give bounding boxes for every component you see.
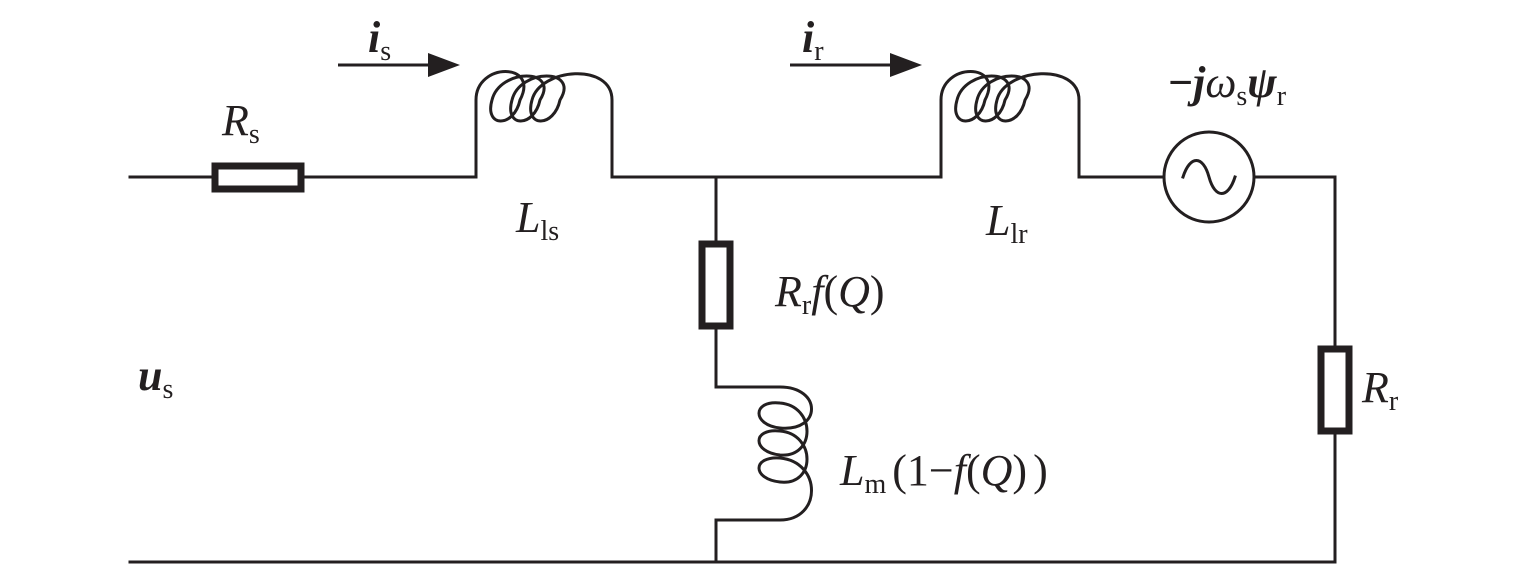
label-llr: Llr <box>985 196 1028 250</box>
arrow-is <box>338 53 460 77</box>
label-source: −jωsψr <box>1168 58 1287 112</box>
wires <box>128 175 1337 564</box>
resistor-rr <box>1317 345 1353 435</box>
label-rs: Rs <box>221 96 260 150</box>
inductor-llr <box>939 70 1081 177</box>
label-ir: ir <box>802 13 824 67</box>
label-rr: Rr <box>1361 363 1399 417</box>
label-rr-fq: Rrf(Q) <box>774 267 885 321</box>
label-lls: Lls <box>515 193 559 247</box>
arrow-ir-head <box>890 53 922 77</box>
label-lm: Lm(1−f(Q)) <box>839 446 1048 500</box>
label-us: us <box>138 351 173 405</box>
label-is: is <box>368 13 391 67</box>
arrow-ir <box>790 53 922 77</box>
inductor-lls <box>474 70 614 177</box>
resistor-rr-fq <box>698 240 734 330</box>
resistor-rs <box>211 162 305 193</box>
sine-wave-icon <box>1181 159 1237 195</box>
inductor-lm <box>716 385 813 522</box>
arrow-is-head <box>428 53 460 77</box>
ac-source <box>1162 130 1256 224</box>
